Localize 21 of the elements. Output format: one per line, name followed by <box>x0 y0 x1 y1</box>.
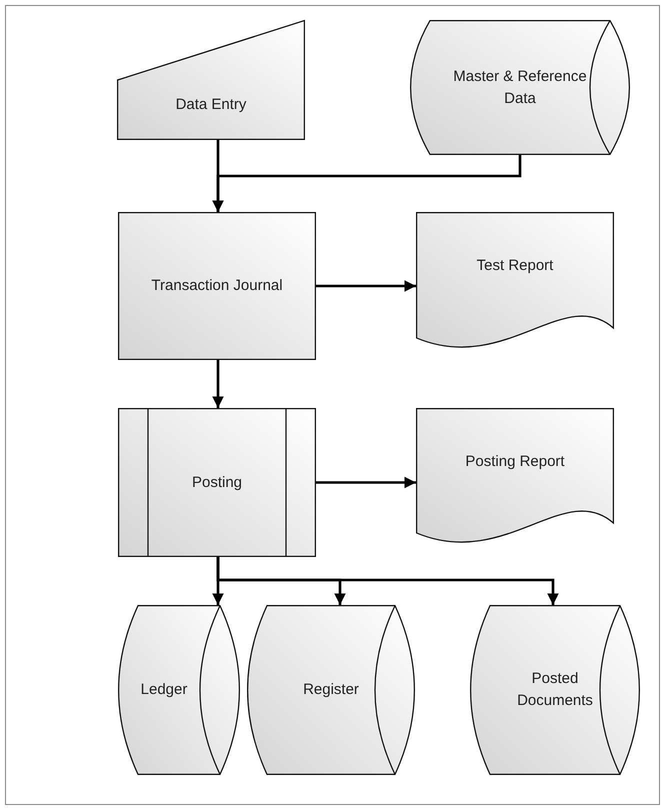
arrow <box>212 360 224 408</box>
node-label: Posting <box>192 472 242 492</box>
arrow <box>212 155 522 212</box>
arrow <box>316 280 416 292</box>
stored-data-shape <box>118 605 240 775</box>
arrow <box>316 476 416 488</box>
node-label: Register <box>303 680 359 700</box>
stored-data-shape <box>247 605 415 775</box>
node-label: Master & Reference Data <box>452 66 588 108</box>
predefined-process-box <box>118 408 316 557</box>
arrow <box>216 557 559 605</box>
process-box <box>118 212 316 360</box>
stored-data-shape <box>470 605 640 775</box>
node-label: Posting Report <box>465 452 565 472</box>
node-label: Data Entry <box>176 95 246 115</box>
manual-input-shape <box>117 20 305 140</box>
node-label: Transaction Journal <box>151 276 283 296</box>
node-label: Test Report <box>476 256 554 276</box>
node-label: Ledger <box>140 680 188 700</box>
stored-data-shape <box>410 20 630 155</box>
node-label: Posted Documents <box>516 669 594 711</box>
